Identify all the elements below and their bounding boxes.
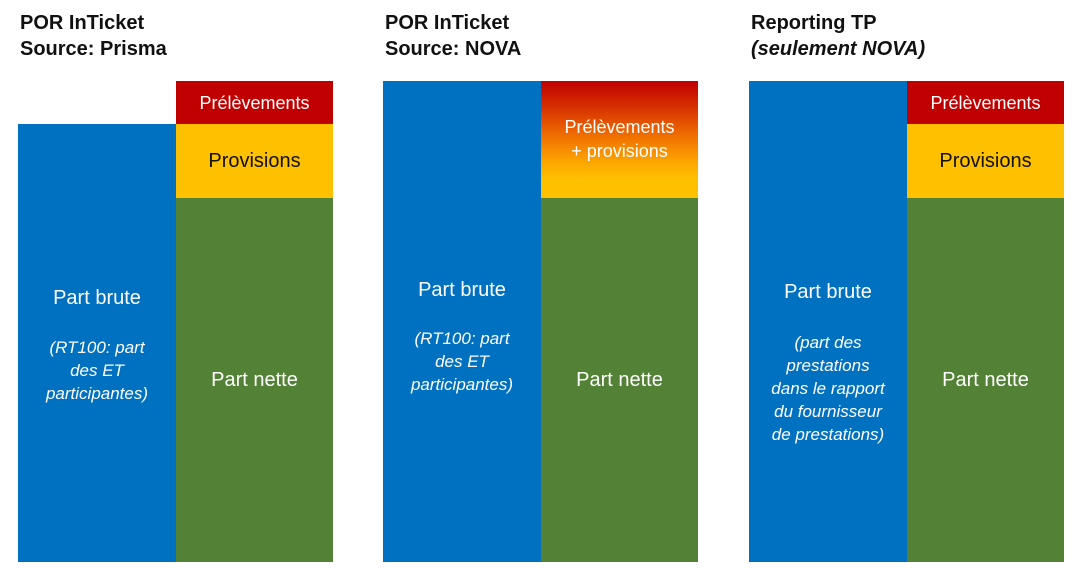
note-line: (RT100: part: [49, 338, 145, 357]
title-line-2: (seulement NOVA): [751, 38, 926, 60]
note-line: (part des: [794, 333, 862, 352]
panel-title: POR InTicket Source: NOVA: [385, 10, 521, 62]
note-line: des ET: [70, 361, 124, 380]
gross-share-block: Part brute (RT100: part des ET participa…: [18, 124, 176, 562]
provisions-block: Provisions: [176, 124, 333, 198]
gross-share-label: Part brute: [784, 281, 872, 303]
note-line: dans le rapport: [771, 379, 885, 398]
combined-label-line: + provisions: [571, 141, 668, 161]
panel-prisma: POR InTicket Source: Prisma Part brute (…: [18, 0, 338, 582]
net-share-block: Part nette: [907, 198, 1064, 562]
combined-label: Prélèvements + provisions: [541, 115, 698, 163]
gross-share-block: Part brute (RT100: part des ET participa…: [383, 81, 541, 562]
note-line: de prestations): [771, 425, 885, 444]
gross-share-block: Part brute (part des prestations dans le…: [749, 81, 907, 562]
gross-share-label: Part brute: [53, 287, 141, 309]
note-line: du fournisseur: [774, 402, 882, 421]
gross-share-note: (part des prestations dans le rapport du…: [749, 331, 907, 446]
provisions-block: Provisions: [907, 124, 1064, 198]
gross-share-label: Part brute: [418, 279, 506, 301]
prelevements-label: Prélèvements: [930, 93, 1041, 113]
panel-reporting-tp: Reporting TP (seulement NOVA) Part brute…: [749, 0, 1069, 582]
panel-title: POR InTicket Source: Prisma: [20, 10, 167, 62]
prelevements-block: Prélèvements: [176, 81, 333, 124]
panel-title: Reporting TP (seulement NOVA): [751, 10, 925, 62]
net-share-block: Part nette: [176, 198, 333, 562]
prelevements-label: Prélèvements: [199, 93, 310, 113]
note-line: (RT100: part: [414, 329, 510, 348]
gross-share-note: (RT100: part des ET participantes): [383, 327, 541, 396]
gross-share-note: (RT100: part des ET participantes): [18, 336, 176, 405]
provisions-label: Provisions: [939, 150, 1032, 172]
note-line: des ET: [435, 352, 489, 371]
title-line-1: POR InTicket: [20, 12, 145, 34]
net-share-label: Part nette: [942, 369, 1029, 391]
note-line: prestations: [786, 356, 870, 375]
note-line: participantes): [410, 375, 514, 394]
net-share-label: Part nette: [576, 369, 663, 391]
title-line-1: Reporting TP: [751, 12, 877, 34]
prelevements-block: Prélèvements: [907, 81, 1064, 124]
combined-label-line: Prélèvements: [564, 117, 675, 137]
title-line-2: Source: Prisma: [20, 38, 167, 60]
prelevements-provisions-block: Prélèvements + provisions: [541, 81, 698, 198]
title-line-1: POR InTicket: [385, 12, 510, 34]
note-line: participantes): [45, 384, 149, 403]
net-share-block: Part nette: [541, 198, 698, 562]
title-line-2: Source: NOVA: [385, 38, 522, 60]
net-share-label: Part nette: [211, 369, 298, 391]
panel-nova: POR InTicket Source: NOVA Part brute (RT…: [383, 0, 703, 582]
provisions-label: Provisions: [208, 150, 301, 172]
